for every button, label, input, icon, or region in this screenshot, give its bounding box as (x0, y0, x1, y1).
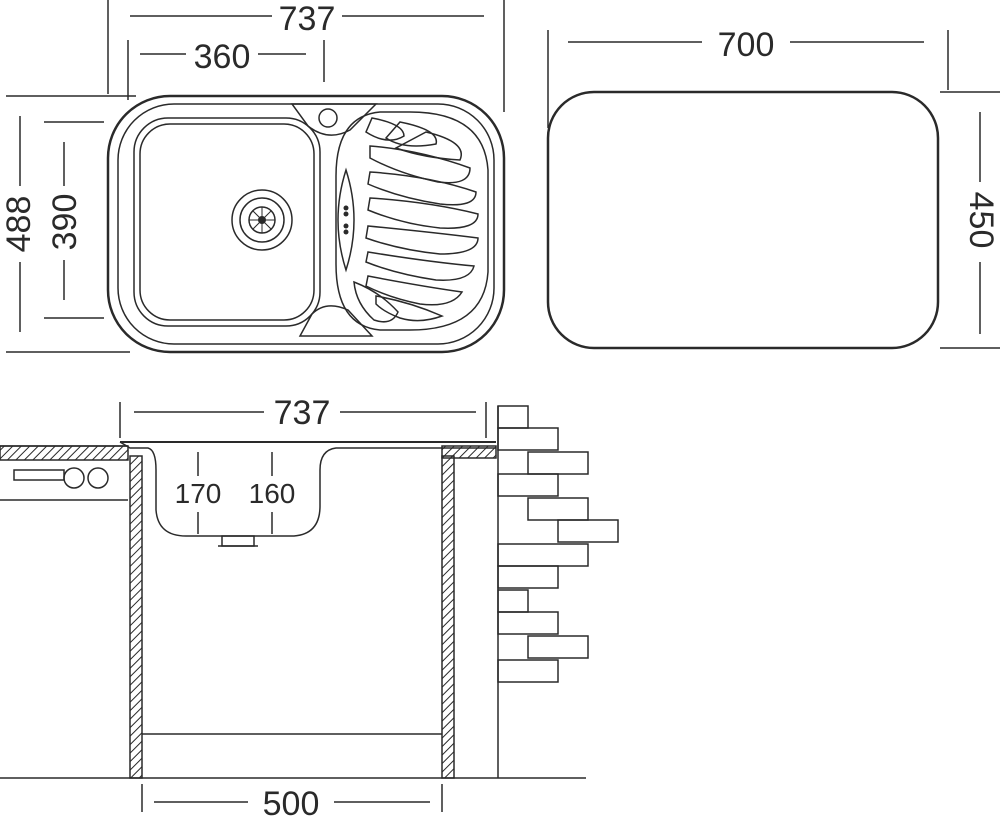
drainer-board (335, 111, 489, 331)
dim-label: 500 (263, 785, 320, 818)
dim-label: 488 (0, 196, 38, 253)
drain-icon (231, 189, 293, 251)
sink-outer-rim (106, 94, 506, 354)
sink-bowl-profile (119, 441, 496, 537)
dim-drainer-depth-section: 160 (249, 452, 296, 534)
knob-icon (63, 467, 85, 489)
dim-overall-depth: 488 (0, 95, 136, 353)
section-view: 737 170 160 500 (0, 394, 619, 818)
dim-label: 390 (46, 194, 84, 251)
cabinet-wall-right (441, 455, 455, 779)
brick-wall (497, 405, 619, 778)
overflow-slots (343, 205, 349, 235)
cutout-view: 700 450 (546, 26, 1000, 350)
tap-hole-icon (318, 108, 338, 128)
dim-bowl-depth-section: 170 (175, 452, 222, 534)
countertop-right (441, 445, 497, 459)
sink-bowl (133, 117, 321, 327)
dim-bowl-depth: 390 (44, 121, 104, 319)
dim-label: 737 (274, 394, 331, 432)
dim-label: 700 (718, 26, 775, 64)
dim-label: 450 (962, 192, 1000, 249)
dim-label: 170 (175, 478, 222, 509)
dim-bowl-width: 360 (127, 38, 325, 100)
dim-label: 160 (249, 478, 296, 509)
dim-label: 737 (279, 0, 336, 38)
drain-outlet (221, 535, 255, 547)
drainer-overflow-plate (337, 167, 355, 273)
dim-cabinet-width: 500 (141, 784, 443, 818)
dim-overall-width-top: 737 (107, 0, 505, 112)
cutout-outline (546, 90, 940, 350)
dim-overall-width-section: 737 (119, 394, 487, 438)
dim-cutout-width: 700 (547, 26, 949, 128)
cabinet-handle (13, 469, 65, 481)
drainer-ribs (353, 117, 479, 323)
knob-icon (87, 467, 109, 489)
sink-bowl-inner (139, 123, 315, 321)
countertop-left (0, 445, 129, 461)
tap-deck (290, 103, 378, 136)
sink-top-view: 737 360 488 390 (0, 0, 506, 354)
dim-cutout-depth: 450 (940, 91, 1000, 349)
dim-label: 360 (194, 38, 251, 76)
overflow-deck (298, 305, 374, 337)
cabinet-wall-left (129, 455, 143, 779)
